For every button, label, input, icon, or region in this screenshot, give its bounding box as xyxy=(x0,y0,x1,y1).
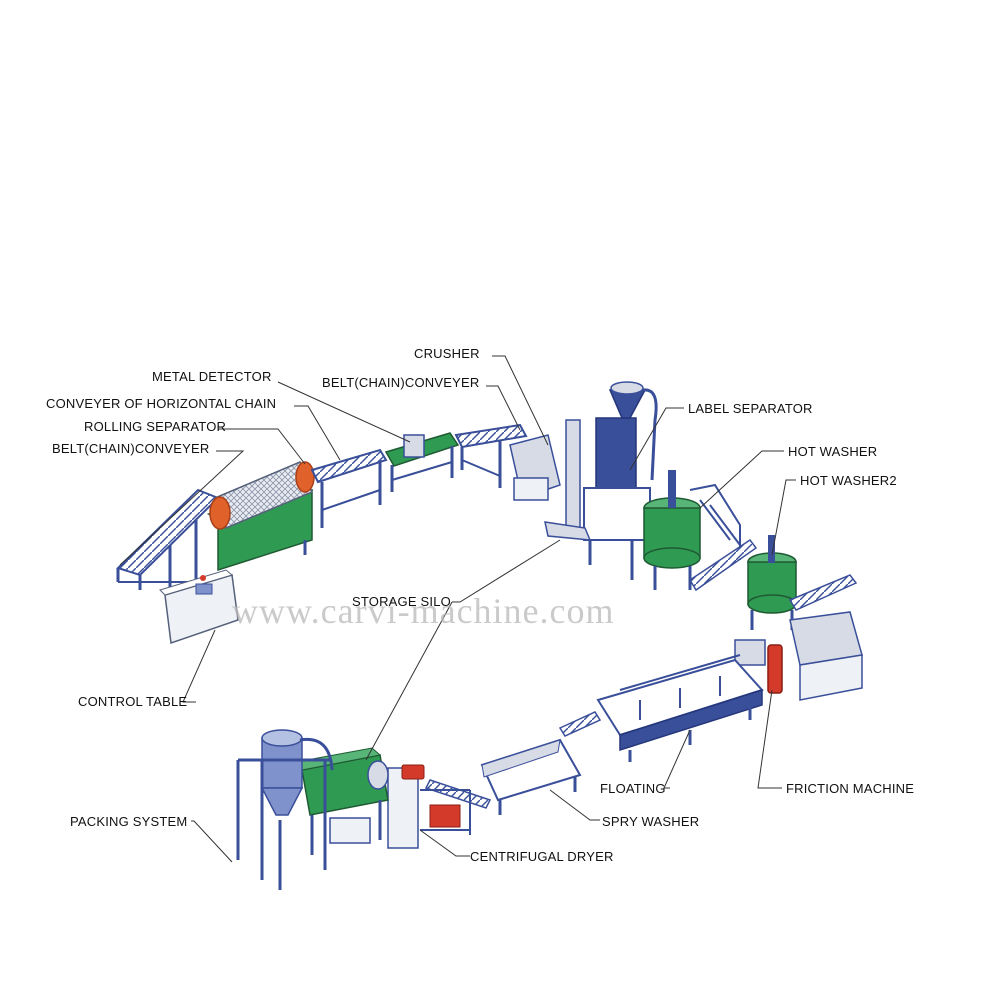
label-spry-washer: SPRY WASHER xyxy=(602,814,700,829)
leader-label-separator xyxy=(629,407,684,471)
spry-washer-machine xyxy=(424,738,582,815)
label-friction-machine: FRICTION MACHINE xyxy=(786,781,915,796)
label-hot-washer: HOT WASHER xyxy=(788,444,878,459)
label-separator-machine xyxy=(544,381,658,580)
leader-spry-washer xyxy=(549,789,600,821)
label-centrifugal-dryer: CENTRIFUGAL DRYER xyxy=(470,849,614,864)
packing-system-machine xyxy=(236,729,334,890)
leader-metal-detector xyxy=(277,381,411,443)
centrifugal-dryer-machine xyxy=(387,764,471,849)
label-conveyer-horizontal-chain: CONVEYER OF HORIZONTAL CHAIN xyxy=(46,396,277,411)
label-floating: FLOATING xyxy=(600,781,666,796)
leader-belt-conveyer-left xyxy=(119,450,245,566)
rolling-separator-machine xyxy=(206,461,315,585)
horizontal-chain-conveyer-machine xyxy=(310,448,388,528)
leader-hot-washer xyxy=(699,450,784,509)
belt-conveyer-left-machine xyxy=(116,488,220,590)
label-label-separator: LABEL SEPARATOR xyxy=(688,401,813,416)
friction-machine xyxy=(734,611,863,701)
floating-machine xyxy=(558,654,764,762)
leader-floating xyxy=(663,729,691,789)
control-table-machine xyxy=(159,569,239,645)
label-crusher: CRUSHER xyxy=(414,346,480,361)
leader-packing-system xyxy=(191,820,233,863)
leader-hot-washer2 xyxy=(771,479,796,556)
leader-crusher xyxy=(492,355,549,446)
leader-belt-conveyer-top xyxy=(486,385,521,431)
leader-storage-silo-lower xyxy=(365,601,453,761)
leader-conveyer-horizontal xyxy=(294,405,341,461)
leader-centrifugal-dryer xyxy=(419,829,470,857)
label-belt-conveyer-top: BELT(CHAIN)CONVEYER xyxy=(322,375,480,390)
metal-detector-machine xyxy=(384,432,460,492)
watermark: www.carvi-machine.com xyxy=(232,591,615,631)
hot-washer-machine xyxy=(643,470,758,592)
leader-friction-machine xyxy=(757,689,782,789)
leader-rolling-separator xyxy=(218,428,306,465)
label-belt-conveyer-left: BELT(CHAIN)CONVEYER xyxy=(52,441,210,456)
leader-lines xyxy=(119,355,796,863)
belt-conveyer-top-machine xyxy=(454,423,528,488)
crusher-machine xyxy=(509,434,561,501)
label-hot-washer2: HOT WASHER2 xyxy=(800,473,897,488)
label-rolling-separator: ROLLING SEPARATOR xyxy=(84,419,227,434)
leader-control-table xyxy=(182,629,216,703)
label-control-table: CONTROL TABLE xyxy=(78,694,188,709)
label-packing-system: PACKING SYSTEM xyxy=(70,814,188,829)
label-storage-silo: STORAGE SILO xyxy=(352,594,451,609)
leader-storage-silo xyxy=(452,539,561,603)
storage-silo-machine xyxy=(295,747,389,855)
label-metal-detector: METAL DETECTOR xyxy=(152,369,272,384)
